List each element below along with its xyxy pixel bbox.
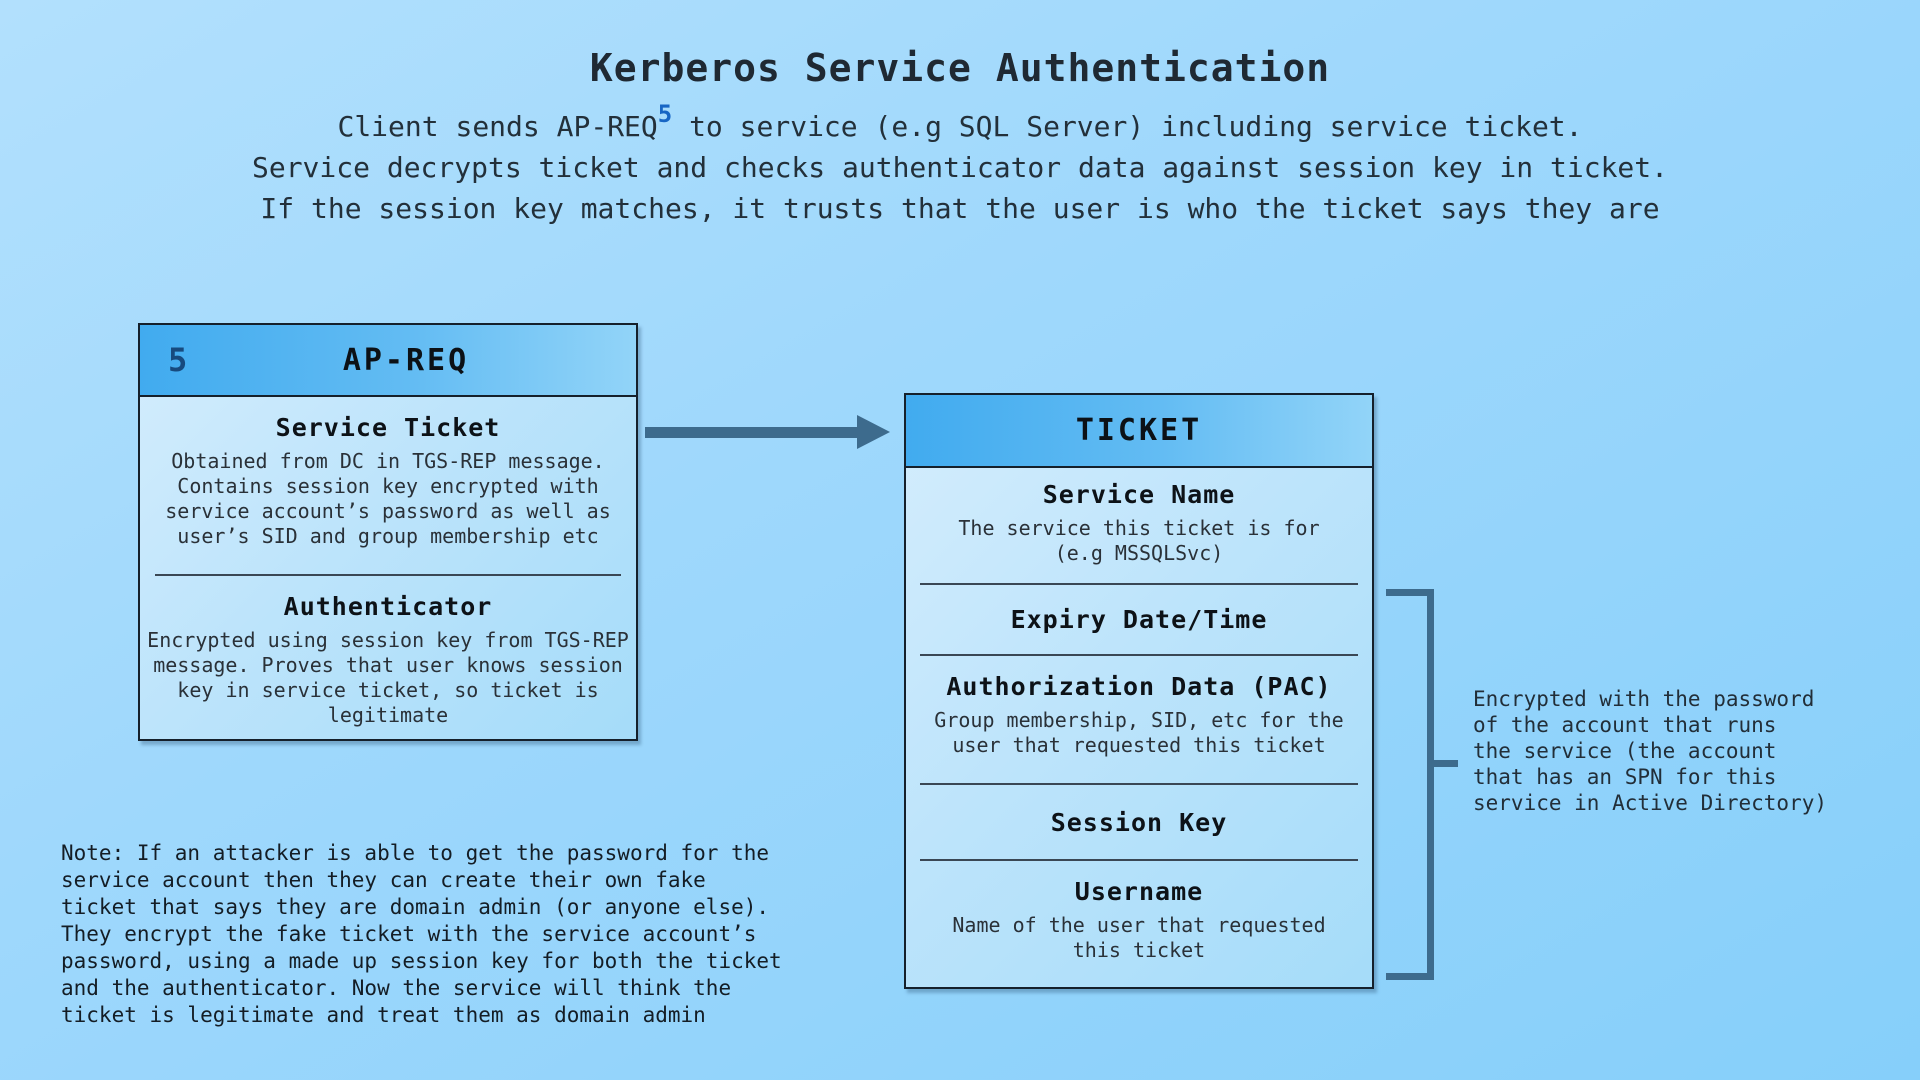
encryption-annotation: Encrypted with the password of the accou… <box>1473 687 1828 815</box>
section-divider <box>919 859 1359 861</box>
ap-req-title: AP-REQ <box>342 342 470 378</box>
authenticator-section: Authenticator Encrypted using session ke… <box>140 576 636 739</box>
username-heading: Username <box>1074 877 1204 906</box>
section-divider <box>919 583 1359 585</box>
ticket-box: TICKET Service Name The service this tic… <box>904 393 1374 989</box>
bracket-icon <box>1427 589 1434 980</box>
description-line-3: If the session key matches, it trusts th… <box>260 192 1660 225</box>
ap-req-box: 5 AP-REQ Service Ticket Obtained from DC… <box>138 323 638 741</box>
username-description: Name of the user that requested this tic… <box>952 913 1326 962</box>
service-ticket-section: Service Ticket Obtained from DC in TGS-R… <box>140 397 636 574</box>
authenticator-heading: Authenticator <box>283 592 493 621</box>
ticket-header: TICKET <box>906 395 1372 468</box>
description-line-1-text: Client sends AP-REQ <box>337 110 658 143</box>
bracket-middle-tick <box>1430 760 1458 767</box>
authorization-data-heading: Authorization Data (PAC) <box>946 672 1332 701</box>
authorization-data-description: Group membership, SID, etc for the user … <box>934 708 1344 757</box>
arrow-shaft <box>645 426 857 438</box>
session-key-heading: Session Key <box>1050 807 1228 837</box>
ticket-body: Service Name The service this ticket is … <box>906 468 1372 987</box>
service-name-heading: Service Name <box>1042 480 1236 509</box>
service-ticket-description: Obtained from DC in TGS-REP message. Con… <box>165 449 611 548</box>
attacker-note: Note: If an attacker is able to get the … <box>61 841 782 1027</box>
section-divider <box>919 654 1359 656</box>
authorization-data-section: Authorization Data (PAC) Group membershi… <box>906 656 1372 783</box>
session-key-section: Session Key <box>906 785 1372 859</box>
ap-req-body: Service Ticket Obtained from DC in TGS-R… <box>140 397 636 739</box>
arrow-head <box>857 415 890 449</box>
expiry-heading: Expiry Date/Time <box>1010 605 1268 634</box>
service-ticket-heading: Service Ticket <box>275 413 501 442</box>
username-section: Username Name of the user that requested… <box>906 861 1372 987</box>
section-divider <box>919 783 1359 785</box>
description-line-1: Client sends AP-REQ5 to service (e.g SQL… <box>0 102 1920 147</box>
ticket-title: TICKET <box>1075 413 1203 448</box>
step-5-superscript: 5 <box>657 99 673 128</box>
section-divider <box>154 574 622 576</box>
authenticator-description: Encrypted using session key from TGS-REP… <box>147 628 629 727</box>
diagram-description: Client sends AP-REQ5 to service (e.g SQL… <box>0 102 1920 229</box>
bracket-bottom-tick <box>1386 973 1434 980</box>
expiry-section: Expiry Date/Time <box>906 585 1372 654</box>
bracket-top-tick <box>1386 589 1434 596</box>
page-title: Kerberos Service Authentication <box>589 46 1331 90</box>
service-name-section: Service Name The service this ticket is … <box>906 468 1372 583</box>
step-number-badge: 5 <box>168 341 188 379</box>
description-line-1-cont: to service (e.g SQL Server) including se… <box>672 110 1583 143</box>
service-name-description: The service this ticket is for (e.g MSSQ… <box>958 516 1320 565</box>
description-line-2: Service decrypts ticket and checks authe… <box>251 151 1669 184</box>
right-arrow-icon <box>645 415 890 449</box>
ap-req-header: 5 AP-REQ <box>140 325 636 397</box>
